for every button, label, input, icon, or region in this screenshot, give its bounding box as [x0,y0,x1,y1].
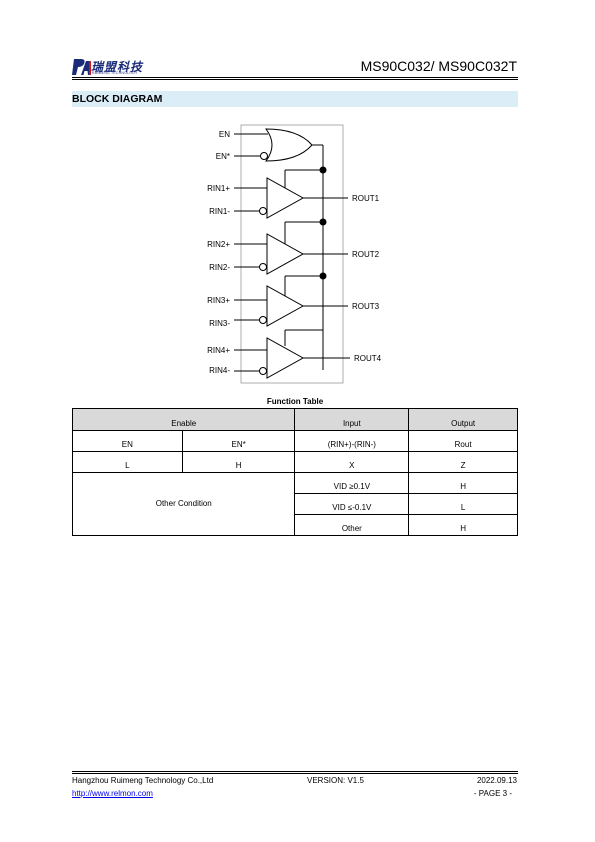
function-table: Enable Input Output EN EN* (RIN+)-(RIN-)… [71,408,518,536]
receiver-3-icon [234,275,348,327]
other-condition-cell: Other Condition [71,472,296,536]
footer-version: VERSION: V1.5 [307,776,364,785]
table-row: EN EN* (RIN+)-(RIN-) Rout [72,430,518,452]
function-table-title: Function Table [266,397,324,406]
pin-label-rout3: ROUT3 [352,302,380,311]
pin-label-rout2: ROUT2 [352,250,380,259]
pin-label-rout1: ROUT1 [352,194,380,203]
section-heading-bar [72,91,518,107]
table-header-row: Enable Input Output [71,408,518,431]
receiver-1-icon [234,169,348,219]
block-diagram: EN EN* RIN1+ RIN1- RIN2+ RIN2- RIN3+ RIN… [207,124,382,384]
pin-label-rin4-minus: RIN4- [209,366,230,375]
footer-website-link[interactable]: http://www.relmon.com [72,789,153,798]
pin-label-rin1-plus: RIN1+ [207,184,230,193]
table-row: VID ≤-0.1V L [73,493,518,515]
header-enable: Enable [71,408,296,431]
table-cell: L [72,451,183,473]
document-title: MS90C032/ MS90C032T [360,58,517,74]
footer-rule [72,771,518,772]
header-rule-2 [72,79,518,80]
pin-label-rin2-plus: RIN2+ [207,240,230,249]
header-rule [72,77,518,78]
header-input: Input [294,408,410,431]
receiver-4-icon [234,329,350,379]
table-cell: X [294,451,410,473]
table-row: Other Condition VID ≥0.1V H [71,472,518,536]
table-cell: EN [72,430,183,452]
table-cell: H [181,451,296,473]
footer-company: Hangzhou Ruimeng Technology Co.,Ltd [72,776,214,785]
pin-label-rin1-minus: RIN1- [209,207,230,216]
logo-chinese-text: 瑞盟科技 [91,60,144,74]
section-title: BLOCK DIAGRAM [72,93,163,105]
company-logo [72,59,91,75]
pin-label-rout4: ROUT4 [354,354,382,363]
pin-label-en-star: EN* [216,152,230,161]
table-cell: EN* [181,430,296,452]
table-cell: H [408,514,518,536]
logo-mark-icon [72,59,85,75]
table-row: L H X Z [72,451,518,473]
pin-label-rin2-minus: RIN2- [209,263,230,272]
footer-page-number: - PAGE 3 - [473,789,512,798]
header-output: Output [408,408,518,431]
pin-label-rin3-plus: RIN3+ [207,296,230,305]
table-cell: L [408,493,518,515]
pin-label-en: EN [219,130,230,139]
logo-english-text: RUIMENG TECHNOLOGY [92,71,138,75]
table-cell: H [408,472,518,494]
footer-date: 2022.09.13 [476,776,517,785]
table-cell: Other [294,514,410,536]
table-cell: Rout [408,430,518,452]
table-cell: VID ≤-0.1V [294,493,410,515]
receiver-2-icon [234,221,348,275]
table-row: Other H [73,514,518,536]
pin-label-rin4-plus: RIN4+ [207,346,230,355]
table-cell: VID ≥0.1V [294,472,410,494]
table-cell: (RIN+)-(RIN-) [294,430,410,452]
footer-rule-2 [72,773,518,774]
or-gate-icon [234,128,324,370]
table-cell: Z [408,451,518,473]
pin-label-rin3-minus: RIN3- [209,319,230,328]
